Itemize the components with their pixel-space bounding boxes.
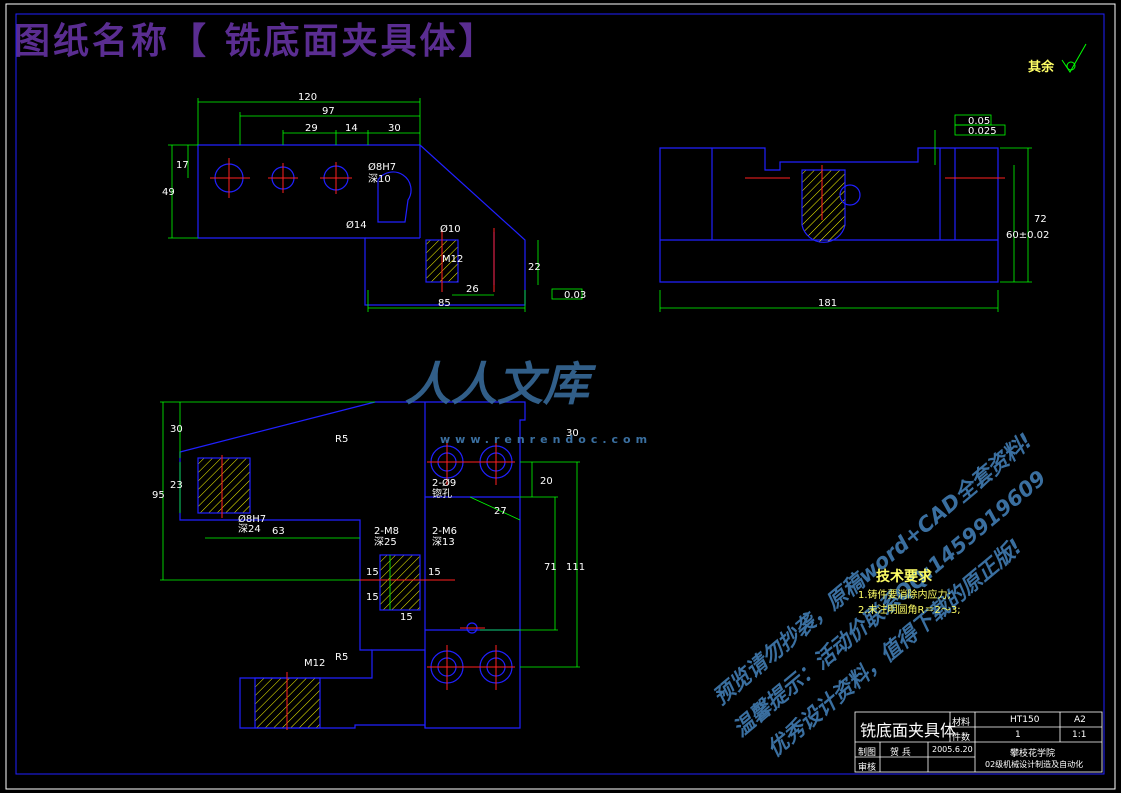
- tb-school: 攀枝花学院: [1010, 749, 1056, 759]
- outer-border: [5, 3, 1116, 790]
- roughness-circle: [1066, 61, 1076, 71]
- dim-14: 14: [345, 123, 358, 134]
- dim-95: 95: [152, 490, 165, 501]
- dim-60-tol: 60±0.02: [1006, 230, 1049, 241]
- dim-bore-8h7-b: Ø8H7: [238, 513, 266, 525]
- tb-material-label: 材料: [952, 718, 971, 728]
- dim-15-b: 15: [428, 567, 441, 578]
- dim-22: 22: [528, 262, 541, 273]
- view-top-left-centers: [210, 158, 495, 292]
- dim-thread-m12-b: M12: [304, 658, 325, 669]
- dim-bore-14: Ø14: [346, 219, 367, 231]
- view-top-left-dim-text: 120 97 29 14 30 17 49 Ø8H7 深10 Ø14 Ø10 M…: [162, 92, 586, 309]
- dim-15-c: 15: [366, 592, 379, 603]
- dim-111: 111: [566, 562, 585, 573]
- tb-scale: 1:1: [1072, 730, 1087, 740]
- roughness-note: 其余: [1028, 60, 1055, 75]
- view-top-right-centers: [745, 165, 1005, 220]
- dim-181: 181: [818, 298, 837, 309]
- view-bottom: [179, 401, 526, 729]
- dim-depth-25: 深25: [374, 536, 397, 548]
- tb-part-name: 铣底面夹具体: [860, 721, 957, 740]
- title-block-grid: [854, 711, 1103, 773]
- dim-bore-8h7: Ø8H7: [368, 161, 396, 173]
- dim-depth-13: 深13: [432, 536, 455, 548]
- tb-drawn-label: 制图: [858, 748, 877, 758]
- view-bottom-centers: [221, 440, 515, 730]
- view-top-right: [659, 147, 999, 283]
- dim-72: 72: [1034, 214, 1047, 225]
- dim-23: 23: [170, 480, 183, 491]
- dim-holes-9: 2-Ø9: [432, 477, 456, 489]
- dim-parallel-0025: 0.025: [968, 126, 997, 137]
- tech-heading: 技术要求: [876, 569, 932, 585]
- tech-item-2: 2.未注明圆角R＝2～3;: [858, 605, 961, 616]
- watermark-url: www.renrendoc.com: [440, 433, 653, 446]
- tb-material: HT150: [1010, 715, 1040, 725]
- dim-thread-m12: M12: [442, 254, 463, 265]
- tech-requirements: 技术要求 1.铸件要消除内应力; 2.未注明圆角R＝2～3;: [858, 566, 961, 616]
- dim-bore-10: Ø10: [440, 223, 461, 235]
- dim-97: 97: [322, 106, 335, 117]
- dim-depth-10: 深10: [368, 173, 391, 185]
- tb-qty: 1: [1015, 730, 1021, 740]
- dim-29: 29: [305, 123, 318, 134]
- dim-26: 26: [466, 284, 479, 295]
- watermark-logo: 人人文库: [405, 357, 589, 411]
- dim-120: 120: [298, 92, 317, 103]
- tb-drawn-by: 贺 兵: [890, 748, 911, 758]
- dim-20: 20: [540, 476, 553, 487]
- dim-30: 30: [388, 123, 401, 134]
- dim-30-right: 30: [566, 428, 579, 439]
- drawing-title: 图纸名称【 铣底面夹具体】: [14, 20, 498, 62]
- tb-check-label: 审核: [858, 763, 877, 773]
- view-top-right-dim-text: 0.05 0.025 72 60±0.02 181: [818, 116, 1049, 309]
- view-bottom-dim-text: 30 R5 23 95 Ø8H7 深24 63 30 2-Ø9 锪孔 27 20…: [152, 424, 585, 669]
- dim-thread-m8: 2-M8: [374, 526, 399, 537]
- tb-qty-label: 件数: [952, 733, 971, 743]
- dim-49: 49: [162, 187, 175, 198]
- dim-27: 27: [494, 506, 507, 517]
- dim-15-d: 15: [400, 612, 413, 623]
- dim-85: 85: [438, 298, 451, 309]
- dim-thread-m6: 2-M6: [432, 526, 457, 537]
- view-top-right-dims: [659, 114, 1032, 312]
- dim-r5-bottom: R5: [335, 652, 348, 663]
- dim-63: 63: [272, 526, 285, 537]
- dim-71: 71: [544, 562, 557, 573]
- view-top-left-dims: [168, 98, 583, 312]
- dim-17: 17: [176, 160, 189, 171]
- dim-r5-top: R5: [335, 434, 348, 445]
- view-bottom-dims: [160, 401, 580, 668]
- tb-date: 2005.6.20: [932, 745, 973, 754]
- tb-sheet-size: A2: [1074, 715, 1086, 725]
- dim-parallel-005: 0.05: [968, 116, 990, 127]
- roughness-symbol: [1061, 43, 1087, 73]
- dim-30-left: 30: [170, 424, 183, 435]
- inner-border: [15, 13, 1105, 775]
- dim-flatness: 0.03: [564, 290, 586, 301]
- dim-counterbore: 锪孔: [432, 487, 452, 500]
- tb-dept: 02级机械设计制造及自动化: [985, 760, 1084, 769]
- dim-15-a: 15: [366, 567, 379, 578]
- dim-depth-24: 深24: [238, 523, 261, 535]
- tech-item-1: 1.铸件要消除内应力;: [858, 590, 951, 601]
